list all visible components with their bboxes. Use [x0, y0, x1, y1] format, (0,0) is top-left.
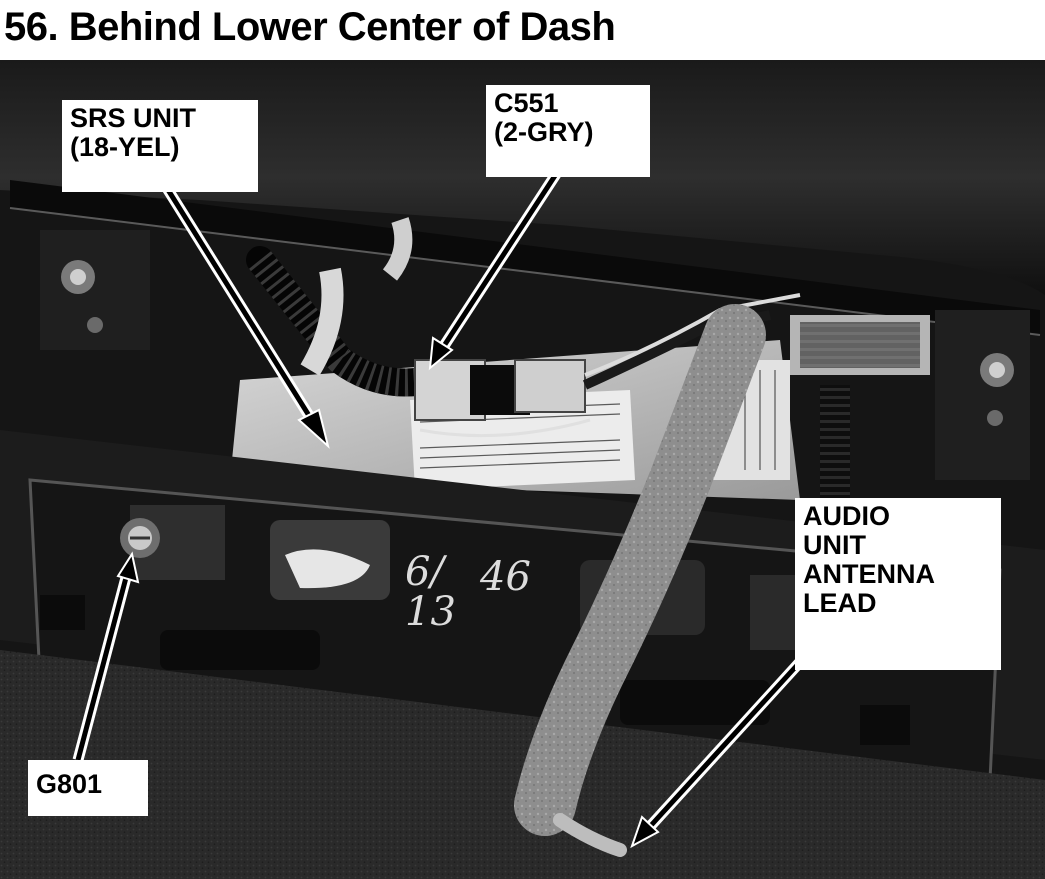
- chalk-mark-date: 6/13: [405, 549, 456, 635]
- g801-ground-label: G801: [28, 760, 148, 816]
- c551-connector-label: C551 (2-GRY): [486, 85, 650, 177]
- chalk-mark-number: 46: [479, 554, 531, 600]
- dash-photo: 6/13 46: [0, 60, 1045, 879]
- audio-antenna-lead-label: AUDIO UNIT ANTENNA LEAD: [795, 498, 1001, 670]
- srs-unit-label: SRS UNIT (18-YEL): [62, 100, 258, 192]
- page-title: 56. Behind Lower Center of Dash: [4, 5, 616, 49]
